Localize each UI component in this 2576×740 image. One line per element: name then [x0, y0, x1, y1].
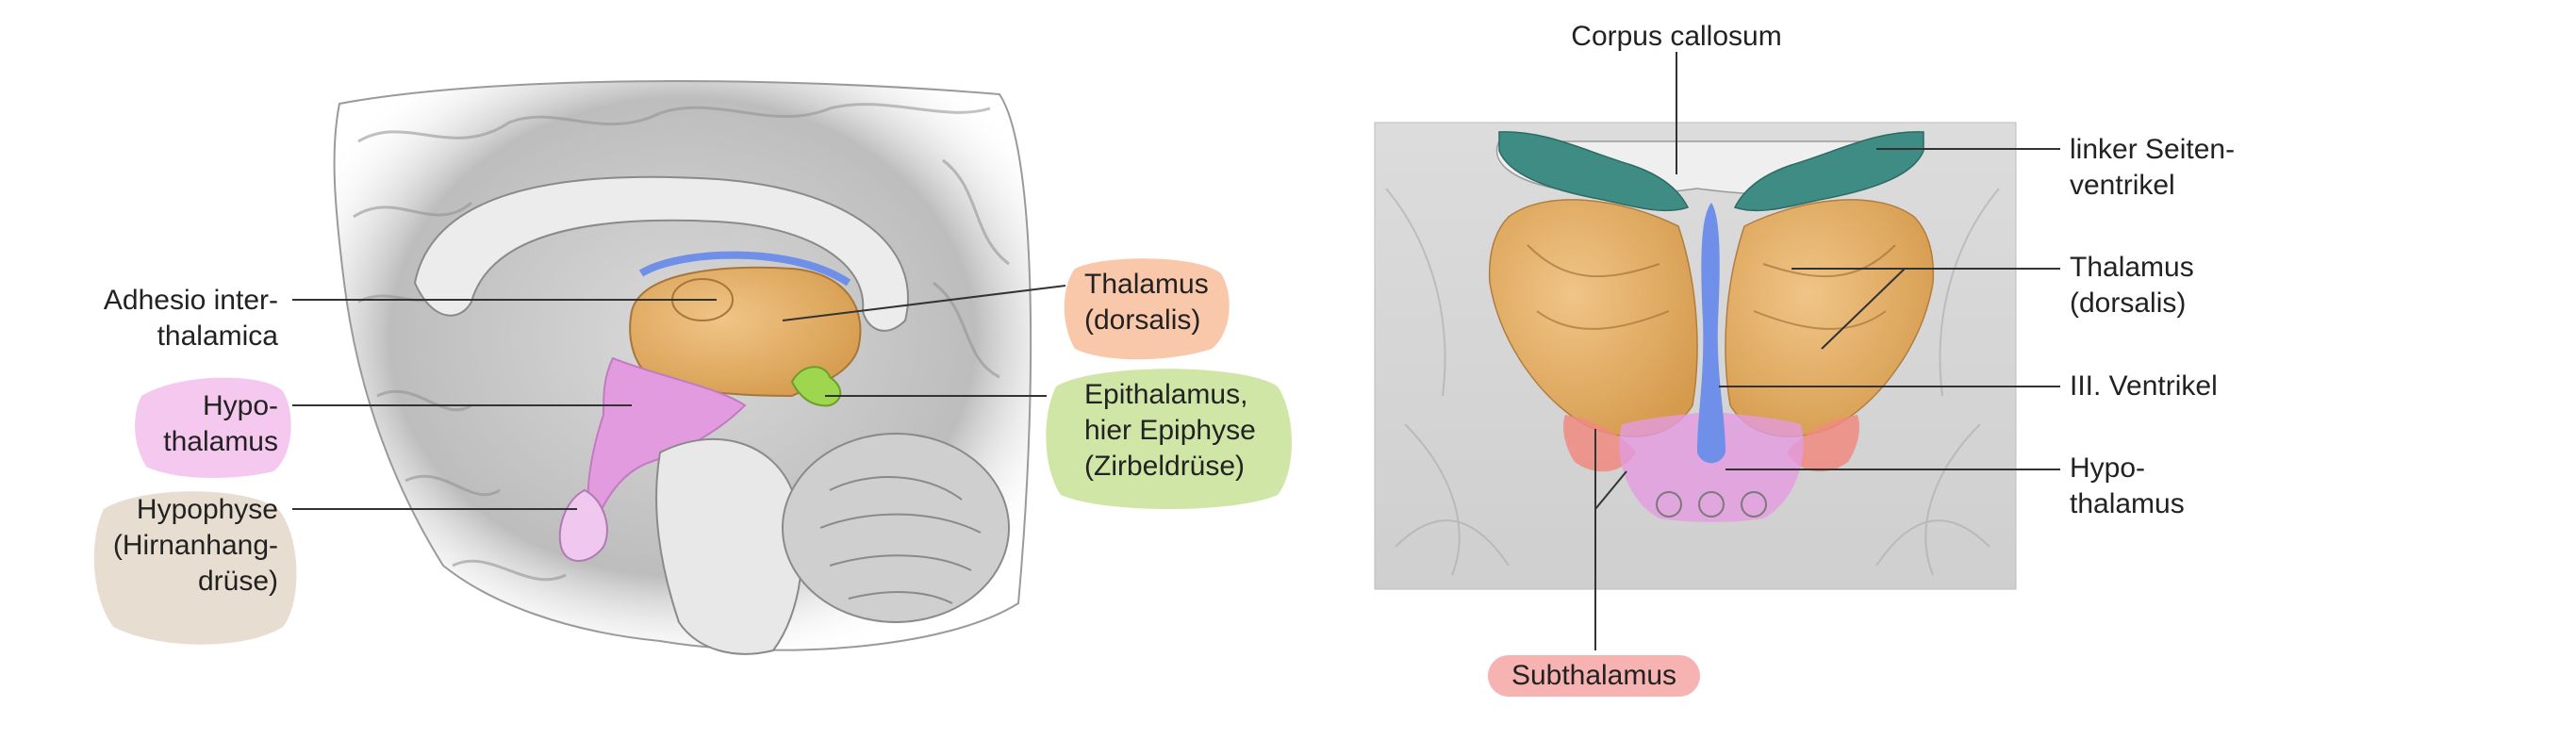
leader-lines: [292, 52, 2060, 650]
brainstem-sagittal: [655, 438, 803, 655]
subthalamus-coronal-left: [1563, 415, 1636, 472]
label-hypothalamus-left-line2: thalamus: [163, 426, 278, 457]
label-adhesio-line1: Adhesio inter-: [103, 285, 278, 316]
label-hypothalamus-right-line2: thalamus: [2070, 488, 2185, 519]
label-thalamus-left-line1: Thalamus: [1084, 269, 1209, 300]
coronal-section-illustration: [1374, 122, 2017, 590]
ventricle-sagittal: [638, 251, 851, 287]
sagittal-brain-illustration: [333, 80, 1032, 655]
label-thalamus-right-line2: (dorsalis): [2070, 288, 2187, 319]
label-thalamus-right: Thalamus (dorsalis): [2070, 250, 2194, 321]
label-third-ventricle: III. Ventrikel: [2070, 369, 2218, 404]
hypophysis-sagittal: [558, 488, 608, 562]
leader-subthalamus-2: [1594, 470, 1627, 510]
label-third-ventricle-text: III. Ventrikel: [2070, 370, 2218, 402]
label-hypothalamus-left: Hypo- thalamus: [57, 388, 278, 460]
label-hypophyse: Hypophyse (Hirnanhang- drüse): [57, 492, 278, 600]
label-hypophyse-line2: (Hirnanhang-: [112, 530, 278, 561]
subthalamus-coronal-right: [1787, 415, 1859, 472]
label-epithalamus: Epithalamus, hier Epiphyse (Zirbeldrüse): [1084, 377, 1256, 485]
label-corpus-callosum: Corpus callosum: [1535, 19, 1818, 55]
label-subthalamus-text: Subthalamus: [1511, 660, 1677, 691]
cerebellum-sagittal: [782, 433, 1010, 623]
label-lateral-ventricle-line1: linker Seiten-: [2070, 134, 2236, 165]
basal-loops: [1656, 491, 1767, 518]
label-hypothalamus-left-line1: Hypo-: [202, 390, 278, 421]
subthalamus-label-bg: [1488, 655, 1700, 697]
label-epithalamus-line1: Epithalamus,: [1084, 379, 1248, 410]
label-adhesio-interthalamica: Adhesio inter- thalamica: [57, 283, 278, 354]
label-hypothalamus-right: Hypo- thalamus: [2070, 451, 2185, 522]
third-ventricle-coronal: [1697, 203, 1726, 464]
label-lateral-ventricle-line2: ventrikel: [2070, 170, 2175, 201]
label-thalamus-left: Thalamus (dorsalis): [1084, 267, 1209, 338]
hypothalamus-label-bg: [135, 377, 291, 478]
label-hypothalamus-right-line1: Hypo-: [2070, 452, 2146, 484]
hypothalamus-coronal: [1619, 410, 1804, 522]
thalamus-internal-lines: [1527, 244, 1896, 330]
label-thalamus-right-line1: Thalamus: [2070, 252, 2194, 283]
thalamus-label-bg: [1064, 258, 1230, 360]
lateral-ventricle-left: [1498, 131, 1690, 212]
leader-thalamus-left: [782, 285, 1066, 321]
label-hypophyse-line1: Hypophyse: [136, 494, 278, 525]
label-epithalamus-line2: hier Epiphyse: [1084, 415, 1256, 446]
label-corpus-callosum-text: Corpus callosum: [1571, 21, 1782, 52]
hypophyse-label-bg: [93, 491, 297, 645]
label-adhesio-line2: thalamica: [157, 321, 278, 352]
label-subthalamus: Subthalamus: [1488, 658, 1700, 694]
label-thalamus-left-line2: (dorsalis): [1084, 304, 1201, 336]
label-lateral-ventricle: linker Seiten- ventrikel: [2070, 132, 2235, 204]
hypothalamus-sagittal: [586, 356, 747, 531]
lateral-ventricle-right: [1733, 131, 1924, 212]
coronal-texture: [1385, 188, 2000, 576]
corpus-callosum-sagittal: [413, 175, 910, 332]
epithalamus-label-bg: [1046, 369, 1292, 509]
label-hypophyse-line3: drüse): [197, 566, 278, 597]
label-epithalamus-line3: (Zirbeldrüse): [1084, 451, 1246, 482]
leader-thalamus-right-2: [1821, 268, 1906, 350]
label-backgrounds: [93, 258, 1700, 697]
